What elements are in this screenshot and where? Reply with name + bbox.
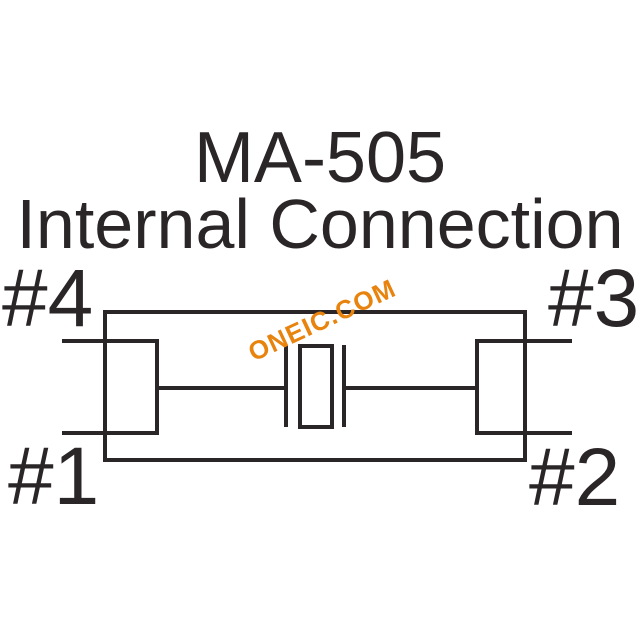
- pin-label-3: #3: [548, 253, 640, 344]
- pin-label-2: #2: [529, 432, 621, 523]
- crystal-left-wire: [156, 386, 286, 390]
- crystal-right-wire: [344, 386, 478, 390]
- page-title: MA-505: [193, 118, 447, 198]
- pin-label-1: #1: [8, 431, 100, 522]
- lead-pin3-line: [475, 339, 572, 343]
- lead-pin1-line: [62, 431, 159, 435]
- crystal-body-rect: [298, 344, 334, 429]
- lead-pin4-line: [62, 339, 159, 343]
- lead-pin2-line: [475, 431, 572, 435]
- crystal-left-plate: [284, 345, 288, 427]
- pin-label-4: #4: [2, 253, 94, 344]
- page-subtitle: Internal Connection: [16, 185, 624, 263]
- package-outline-rect: [103, 310, 527, 462]
